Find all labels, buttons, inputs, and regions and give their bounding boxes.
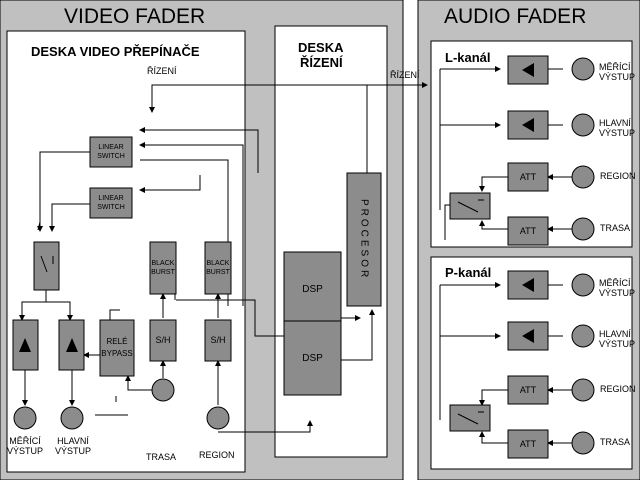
- p-att-1-label: ATT: [519, 384, 537, 395]
- audio-control-label: ŘÍZENÍ: [390, 70, 420, 80]
- ls2-ctrl: [139, 175, 201, 193]
- p-in-trasa-label: TRASA: [600, 437, 631, 447]
- p-att-1-block: [507, 375, 549, 405]
- sh-1-block: [149, 319, 177, 362]
- p-amp-1-triangle: [522, 278, 534, 292]
- channel-p-title: P-kanál: [445, 265, 492, 280]
- l-amp-2-triangle: [522, 118, 534, 132]
- sh-to-dsp1: [176, 299, 290, 337]
- l-in-region-label: REGION: [600, 171, 636, 181]
- p-att2-to-sw: [479, 431, 508, 444]
- l-sw-out: [444, 204, 450, 240]
- video-control-label: ŘÍZENÍ: [147, 66, 177, 76]
- sh-1-label: S/H: [155, 335, 171, 345]
- l-meter-connector: [571, 57, 595, 81]
- control-board-title-l1: DESKA: [298, 40, 344, 55]
- relay-block: [99, 319, 135, 377]
- l-att-1-block: [507, 162, 549, 192]
- p-meter-connector: [571, 273, 595, 297]
- l-switch-blade: [457, 201, 479, 213]
- dsp-2-label: DSP: [302, 352, 323, 364]
- p-in-region-label: REGION: [600, 384, 636, 394]
- trasa-to-relay: [125, 375, 152, 391]
- l-att-1-label: ATT: [519, 171, 537, 182]
- p-amp-2-triangle: [522, 329, 534, 343]
- p-switch-block: [449, 404, 491, 432]
- channel-l-title: L-kanál: [445, 50, 491, 65]
- switch-to-amp2: [46, 301, 73, 321]
- l-amp-1-triangle: [522, 63, 534, 77]
- video-control-line: [149, 84, 427, 113]
- l-att-2-block: [507, 216, 549, 246]
- proc-to-ls1-b: [139, 142, 244, 306]
- p-trasa-connector: [571, 431, 595, 455]
- dsp-2-block: [283, 320, 342, 396]
- p-switch-blade: [457, 413, 479, 425]
- l-region-connector: [571, 165, 595, 189]
- dsp2-to-proc: [341, 309, 375, 361]
- l-switch-block: [449, 192, 491, 220]
- p-region-connector: [571, 378, 595, 402]
- out-meter-connector: [13, 406, 37, 430]
- l-att-2-label: ATT: [519, 225, 537, 236]
- processor-block: [346, 172, 382, 307]
- region-to-dsp2: [218, 420, 313, 433]
- linear-switch-2-block: [89, 187, 133, 219]
- control-board-title-l2: ŘÍZENÍ: [300, 55, 343, 70]
- in-trasa-label: TRASA: [146, 452, 177, 462]
- out-main-connector: [60, 406, 84, 430]
- p-att-2-label: ATT: [519, 438, 537, 449]
- p-att-2-block: [507, 429, 549, 459]
- proc-to-ls1-a: [139, 127, 259, 173]
- black-burst-1-block: [149, 241, 177, 295]
- sh-2-block: [204, 319, 232, 362]
- switch-blade: [40, 255, 48, 273]
- audio-fader-title: AUDIO FADER: [444, 5, 587, 28]
- amp-2-triangle: [66, 338, 78, 352]
- l-trasa-connector: [571, 217, 595, 241]
- l-in-trasa-label: TRASA: [600, 223, 631, 233]
- l-att1-to-sw: [479, 176, 508, 192]
- black-burst-2-block: [204, 241, 232, 295]
- in-trasa-connector: [151, 378, 175, 402]
- linear-switch-1-block: [89, 136, 133, 168]
- switch-board-title: DESKA VIDEO PŘEPÍNAČE: [31, 44, 200, 59]
- sh-2-label: S/H: [210, 335, 226, 345]
- amp-1-triangle: [19, 338, 31, 352]
- p-att1-to-sw: [479, 389, 508, 406]
- video-fader-title: VIDEO FADER: [64, 5, 206, 28]
- in-region-label: REGION: [199, 450, 235, 460]
- in-region-connector: [206, 406, 230, 430]
- p-main-connector: [571, 324, 595, 348]
- l-main-connector: [571, 113, 595, 137]
- switch-block: [33, 241, 60, 291]
- processor-label: PROCESOR: [358, 198, 370, 281]
- switch-to-amps: [19, 290, 47, 321]
- dsp-1-label: DSP: [302, 283, 323, 295]
- l-att2-to-sw: [479, 220, 508, 230]
